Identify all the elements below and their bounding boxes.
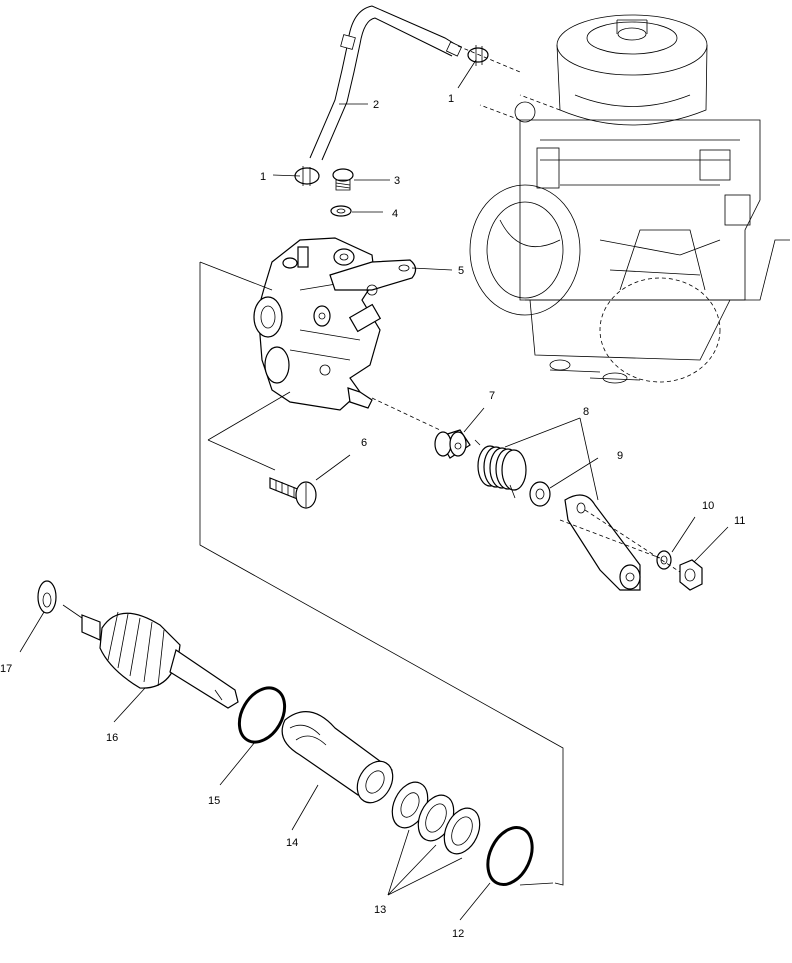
callout-5: 5 [458,265,464,277]
collar-part-7 [434,429,471,459]
hose-clamp-part-1-upper [467,45,489,66]
washer-part-10 [656,550,672,570]
callout-14: 14 [286,837,298,849]
callout-6: 6 [361,437,367,449]
sleeve-part-14 [281,711,394,804]
spring-part-8 [474,439,527,499]
callout-12: 12 [452,928,464,940]
lever-part-5 [329,259,417,296]
callout-labels: 1 2 1 3 4 5 6 7 8 9 10 11 17 16 15 14 13… [0,93,745,940]
callout-15: 15 [208,795,220,807]
o-ring-part-15 [237,686,287,744]
callout-16: 16 [106,732,118,744]
leader-lines [19,59,729,921]
callout-17: 17 [0,663,12,675]
callout-8: 8 [583,406,589,418]
callout-11: 11 [734,515,745,527]
callout-13: 13 [374,904,386,916]
gear-shaft-part-16 [81,611,239,709]
seal-part-13 [391,781,481,855]
nut-part-11 [679,559,703,591]
callout-9: 9 [617,450,623,462]
callout-2: 2 [373,99,379,111]
engine-carburetor-assembly [469,14,790,384]
callout-10: 10 [702,500,714,512]
o-ring-part-12 [486,826,534,886]
washer-part-17 [37,580,57,614]
hose-part-2 [309,5,463,161]
pump-arm [564,494,641,591]
callout-7: 7 [489,390,495,402]
washer-part-9 [529,481,551,507]
callout-3: 3 [394,175,400,187]
assembly-lines [62,45,681,886]
screw-part-3 [332,168,354,191]
screw-part-6 [269,477,317,509]
hose-clamp-part-1-lower [294,166,320,186]
callout-1-upper: 1 [448,93,454,105]
callout-1-lower: 1 [260,171,266,183]
oil-pump-body [253,237,382,411]
callout-4: 4 [392,208,398,220]
washer-part-4 [330,205,352,217]
